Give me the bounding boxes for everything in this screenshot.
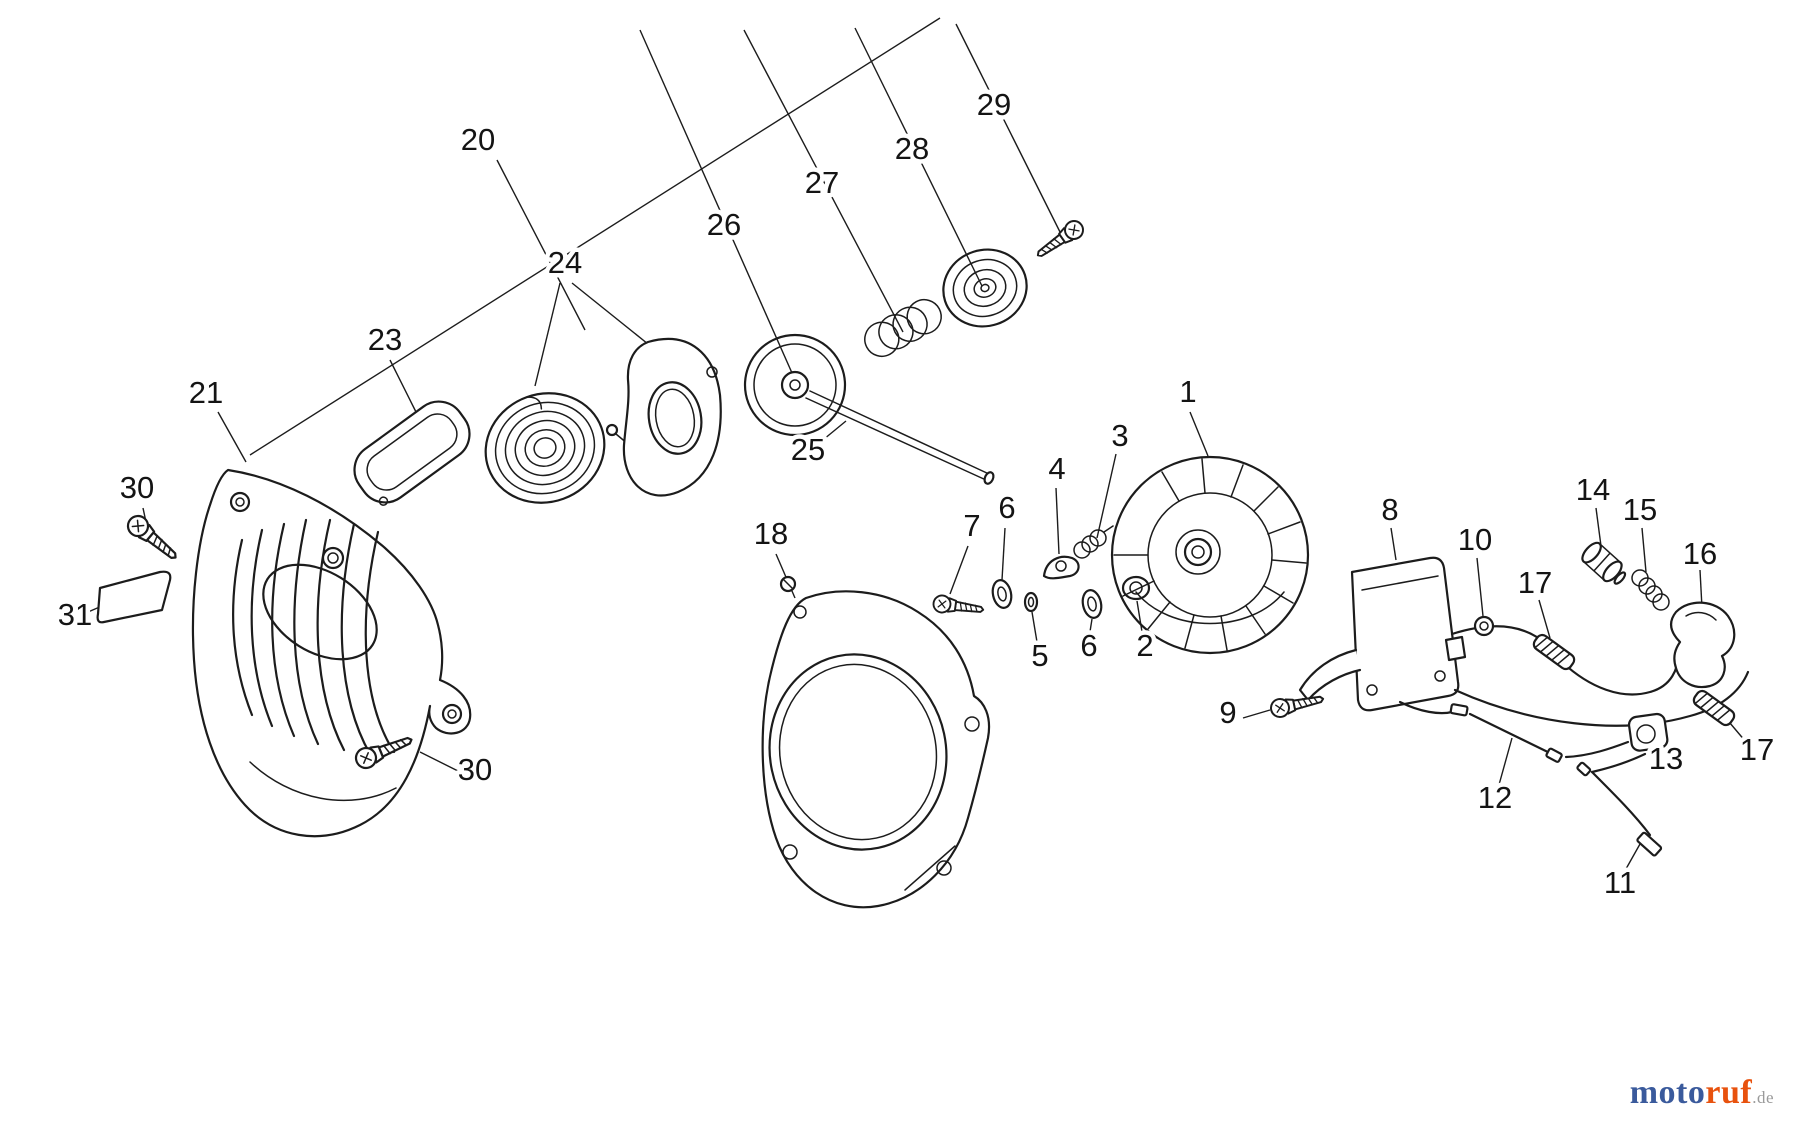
callout-1: 1 <box>1179 374 1196 409</box>
part-plug-terminal-14 <box>1581 541 1627 585</box>
callout-8: 8 <box>1381 492 1398 527</box>
callout-11: 11 <box>1604 865 1636 900</box>
callout-4: 4 <box>1048 451 1065 486</box>
part-recoil-spring <box>484 392 606 504</box>
callout-6-upper: 6 <box>998 490 1015 525</box>
part-switch-13 <box>1564 712 1669 759</box>
callout-9: 9 <box>1219 695 1236 730</box>
callout-30-bottom: 30 <box>458 752 492 787</box>
callout-18: 18 <box>754 516 788 551</box>
callout-17-upper: 17 <box>1518 565 1552 600</box>
part-spring-post-screw <box>605 423 629 445</box>
part-deflector-plate <box>96 570 172 624</box>
callout-20: 20 <box>461 122 495 157</box>
part-starter-case <box>622 337 722 497</box>
part-washer-6-lower <box>1081 589 1103 619</box>
part-plug-boot-16 <box>1670 601 1736 689</box>
part-washer-5 <box>1023 591 1039 613</box>
callout-14: 14 <box>1576 472 1610 507</box>
part-wire-sheath-17-lower <box>1692 689 1736 727</box>
callout-7: 7 <box>963 508 980 543</box>
callout-3: 3 <box>1111 418 1128 453</box>
part-washer-6-upper <box>991 579 1013 609</box>
callout-23: 23 <box>368 322 402 357</box>
callout-29: 29 <box>977 87 1011 122</box>
part-starter-drum <box>942 248 1028 328</box>
callout-13: 13 <box>1649 741 1683 776</box>
part-starter-rod <box>805 390 995 485</box>
callout-26: 26 <box>707 207 741 242</box>
callout-12: 12 <box>1478 780 1512 815</box>
callout-30-top: 30 <box>120 470 154 505</box>
callout-10: 10 <box>1458 522 1492 557</box>
watermark-ruf: ruf <box>1705 1074 1753 1111</box>
callout-labels: 20 29 28 27 26 24 23 21 25 30 31 30 18 7… <box>53 83 1778 905</box>
part-starter-handle <box>353 400 471 506</box>
part-starter-housing <box>191 468 472 838</box>
part-grommet-10 <box>1473 615 1495 637</box>
callout-21: 21 <box>189 375 223 410</box>
part-rope-pulley <box>743 333 847 437</box>
callout-5: 5 <box>1031 638 1048 673</box>
callout-15: 15 <box>1623 492 1657 527</box>
part-flywheel <box>1110 455 1310 655</box>
part-lead-wire-11 <box>1576 752 1663 857</box>
part-wire-sheath-17-upper <box>1532 633 1576 671</box>
callout-17-lower: 17 <box>1740 732 1774 767</box>
part-fan-cover <box>761 575 991 909</box>
callout-27: 27 <box>805 165 839 200</box>
watermark-logo: motoruf.de <box>1630 1074 1774 1112</box>
callout-31: 31 <box>58 597 92 632</box>
part-nut-2 <box>1121 575 1151 601</box>
watermark-moto: moto <box>1629 1074 1706 1111</box>
callout-25: 25 <box>791 432 825 467</box>
part-screw-29 <box>1031 216 1088 264</box>
part-screw-30-top <box>122 510 184 567</box>
part-return-spring <box>864 298 942 358</box>
callout-2: 2 <box>1136 628 1153 663</box>
part-pawl-spring-3 <box>1073 525 1114 559</box>
part-ignition-coil <box>1298 556 1467 712</box>
part-pawl-4 <box>1042 555 1080 580</box>
callout-24: 24 <box>548 245 582 280</box>
watermark-tld: .de <box>1752 1088 1774 1107</box>
part-screw-9 <box>1268 689 1326 720</box>
part-bolt-7 <box>931 593 986 620</box>
callout-28: 28 <box>895 131 929 166</box>
part-lead-wire-12 <box>1398 700 1563 763</box>
callout-6-lower: 6 <box>1080 628 1097 663</box>
callout-16: 16 <box>1683 536 1717 571</box>
part-spring-15 <box>1631 569 1670 611</box>
